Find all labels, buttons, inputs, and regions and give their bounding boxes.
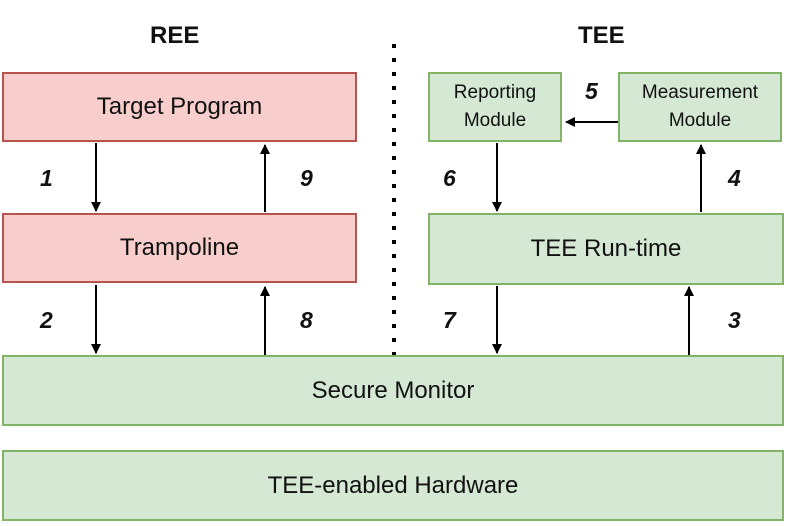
step-label-7: 7 [443,307,456,333]
step-label-1: 1 [40,165,53,191]
ree-header: REE [150,22,200,49]
trampoline-box: Trampoline [2,213,357,283]
step-label-4: 4 [728,165,741,191]
step-label-9: 9 [300,165,313,191]
tee-enabled-hardware-box: TEE-enabled Hardware [2,450,784,521]
step-label-8: 8 [300,307,313,333]
step-label-2: 2 [40,307,53,333]
measurement-module-box: Measurement Module [618,72,782,142]
reporting-module-box: Reporting Module [428,72,562,142]
target-program-box: Target Program [2,72,357,142]
tee-header: TEE [578,22,625,49]
tee-runtime-box: TEE Run-time [428,213,784,285]
step-label-6: 6 [443,165,456,191]
secure-monitor-box: Secure Monitor [2,355,784,426]
step-label-5: 5 [585,78,598,104]
step-label-3: 3 [728,307,741,333]
